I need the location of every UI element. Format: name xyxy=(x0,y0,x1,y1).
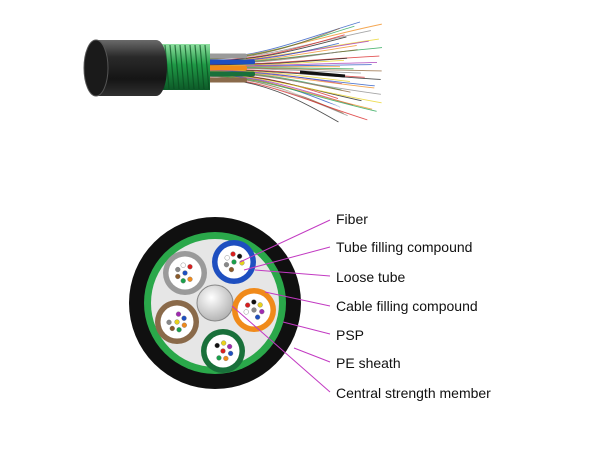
fiber-dot xyxy=(252,308,257,313)
fiber-dot xyxy=(225,255,230,260)
fiber-dot xyxy=(188,277,193,282)
loose-tube xyxy=(155,300,199,344)
fiber-dot xyxy=(224,262,229,267)
fiber-dot xyxy=(251,300,256,305)
central-strength-member xyxy=(197,285,233,321)
tube-stub xyxy=(205,54,247,59)
loose-tube xyxy=(163,251,207,295)
label-fiber: Fiber xyxy=(336,211,368,227)
fiber-dot xyxy=(188,264,193,269)
fiber-dot xyxy=(182,323,187,328)
fiber-dot xyxy=(258,302,263,307)
label-pe-sheath: PE sheath xyxy=(336,355,401,371)
jacket-end-face xyxy=(84,40,108,96)
fiber-dot xyxy=(176,312,181,317)
fiber-dot xyxy=(170,326,175,331)
stripped-cable-illustration xyxy=(84,22,382,122)
fiber-dot xyxy=(177,327,182,332)
fiber-dot xyxy=(175,267,180,272)
ripcord xyxy=(300,72,345,76)
tube-stub xyxy=(205,72,255,77)
fiber-dot xyxy=(183,271,188,276)
fiber-dot xyxy=(175,320,180,325)
fiber-dot xyxy=(175,274,180,279)
fiber-dot xyxy=(223,356,228,361)
label-central-strength-member: Central strength member xyxy=(336,385,491,401)
fiber-dot xyxy=(231,252,236,257)
label-loose-tube: Loose tube xyxy=(336,269,405,285)
fiber-dot xyxy=(221,349,226,354)
fiber-dot xyxy=(245,303,250,308)
fiber-dot xyxy=(221,341,226,346)
fiber-dot xyxy=(182,316,187,321)
fiber-strand xyxy=(205,77,348,116)
tube-stub xyxy=(205,60,255,65)
loose-tube xyxy=(201,329,245,373)
fiber-dot xyxy=(181,263,186,268)
label-cable-filling-compound: Cable filling compound xyxy=(336,298,478,314)
loose-tube xyxy=(212,240,256,284)
label-tube-filling-compound: Tube filling compound xyxy=(336,239,472,255)
fiber-dot xyxy=(228,351,233,356)
fiber-dot xyxy=(229,267,234,272)
fiber-dot xyxy=(244,310,249,315)
fiber-dot xyxy=(181,278,186,283)
fiber-dot xyxy=(259,309,264,314)
label-psp: PSP xyxy=(336,327,364,343)
fiber-dot xyxy=(215,343,220,348)
tube-stub xyxy=(205,78,247,83)
fiber-dot xyxy=(217,355,222,360)
fiber-dot xyxy=(232,260,237,265)
fiber-dot xyxy=(227,344,232,349)
fiber-dot xyxy=(237,254,242,259)
fiber-dot xyxy=(255,315,260,320)
tube-stub xyxy=(205,66,247,71)
fiber-dot xyxy=(167,320,172,325)
cable-cross-section xyxy=(129,217,330,392)
leader-line xyxy=(294,348,330,362)
